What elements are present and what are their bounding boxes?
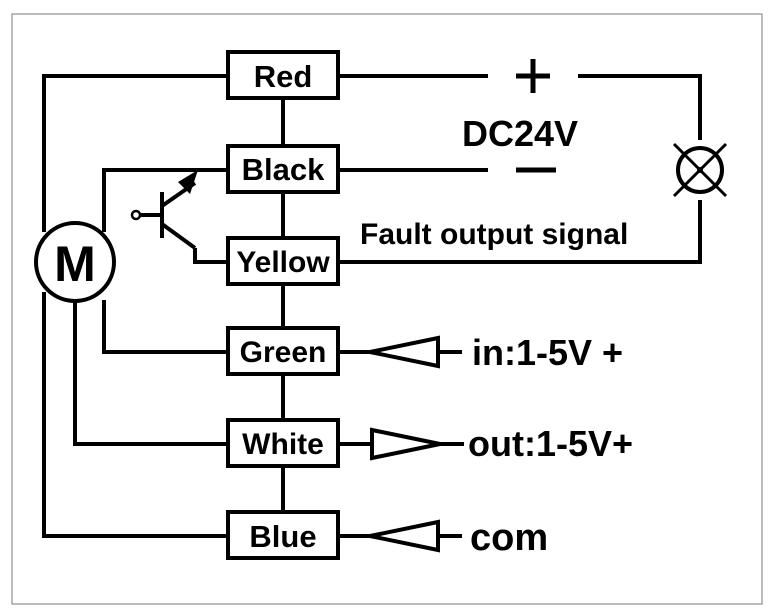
transistor-icon: [130, 168, 228, 264]
motor-icon: M: [34, 221, 116, 303]
common-signal-label: com: [470, 517, 548, 559]
blue-to-motor-wire: [42, 292, 228, 538]
white-to-motor-wire: [73, 300, 228, 446]
terminal-green-label: Green: [240, 336, 327, 369]
red-to-motor-wire: [42, 74, 228, 232]
terminal-black-label: Black: [242, 152, 325, 187]
input-signal-arrow-icon: [338, 335, 462, 369]
motor-to-transistor-wire: [102, 168, 198, 232]
motor-label: M: [54, 236, 96, 292]
supply-to-lamp-wire: [578, 74, 702, 140]
supply-voltage-label: DC24V: [462, 113, 578, 154]
fault-output-label: Fault output signal: [360, 218, 628, 251]
terminal-yellow: Yellow: [226, 236, 340, 286]
terminal-yellow-label: Yellow: [236, 246, 330, 279]
output-signal-label: out:1-5V+: [468, 423, 633, 464]
terminal-blue: Blue: [226, 510, 340, 560]
terminal-white: White: [226, 418, 340, 468]
terminal-white-label: White: [242, 428, 324, 461]
indicator-lamp-icon: [672, 142, 728, 198]
terminal-green: Green: [226, 326, 340, 376]
terminal-black: Black: [226, 144, 340, 194]
terminal-red-label: Red: [254, 59, 313, 94]
lamp-to-yellow-wire: [338, 200, 702, 264]
input-signal-label: in:1-5V +: [472, 332, 623, 373]
terminal-red: Red: [226, 50, 340, 100]
plus-icon: [516, 59, 550, 93]
output-signal-arrow-icon: [338, 427, 464, 461]
common-signal-arrow-icon: [338, 519, 462, 553]
outer-frame: [11, 13, 763, 605]
terminal-blue-label: Blue: [249, 519, 316, 554]
green-to-motor-wire: [102, 300, 228, 354]
